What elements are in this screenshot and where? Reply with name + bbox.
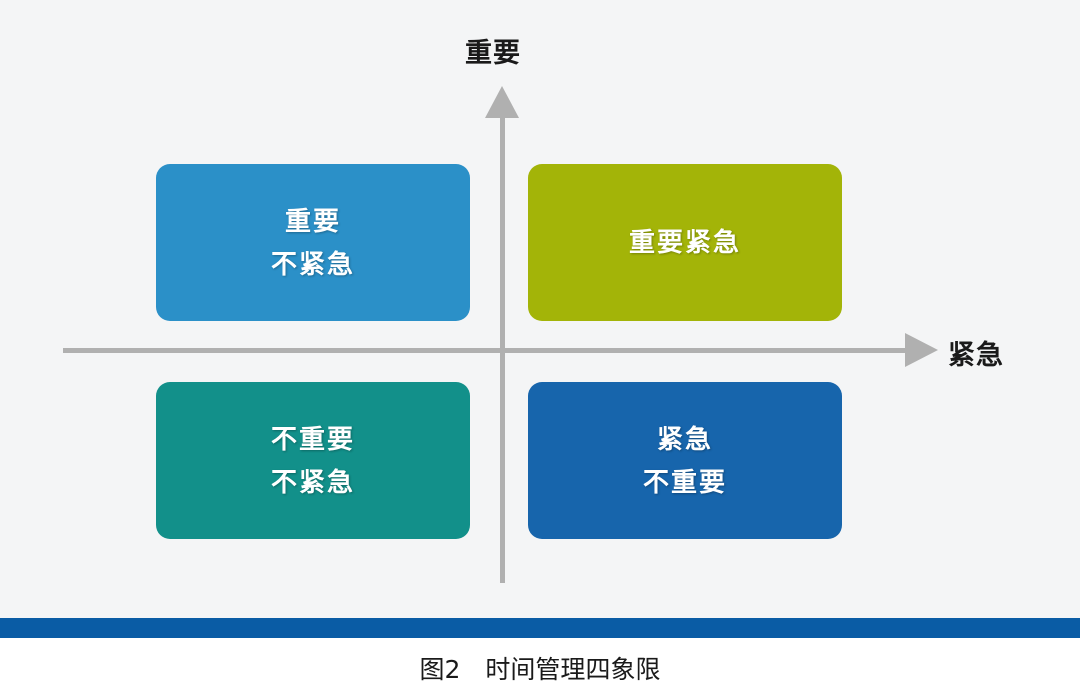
quadrant-label-line1: 重要紧急 [628,227,741,258]
horizontal-axis-label: 紧急 [948,340,1004,370]
arrow-up-icon [485,86,519,118]
arrow-right-icon [905,333,938,367]
vertical-axis-line [500,112,505,583]
diagram-canvas: 重要 紧急 重要 不紧急 重要紧急 不重要 不紧急 紧急 不重要 [0,0,1080,618]
quadrant-label-line1: 紧急 [656,424,713,455]
quadrant-label-line1: 重要 [284,206,341,237]
quadrant-label-line1: 不重要 [270,424,355,455]
quadrant-shadow [468,172,480,329]
figure-caption: 图2 时间管理四象限 [419,655,661,684]
bottom-rule [0,618,1080,638]
quadrant-important-urgent[interactable]: 重要紧急 [528,164,852,329]
quadrant-shadow [840,390,852,547]
quadrant-urgent-not-important[interactable]: 紧急 不重要 [528,382,852,547]
quadrant-label-line2: 不紧急 [270,248,355,279]
quadrant-shadow [840,172,852,329]
quadrant-label-line2: 不重要 [642,466,727,497]
quadrant-label-line2: 不紧急 [270,466,355,497]
quadrant-shadow [468,390,480,547]
horizontal-axis-line [63,348,913,353]
quadrant-important-not-urgent[interactable]: 重要 不紧急 [156,164,480,329]
vertical-axis-label: 重要 [465,38,521,68]
quadrant-not-important-not-urgent[interactable]: 不重要 不紧急 [156,382,480,547]
